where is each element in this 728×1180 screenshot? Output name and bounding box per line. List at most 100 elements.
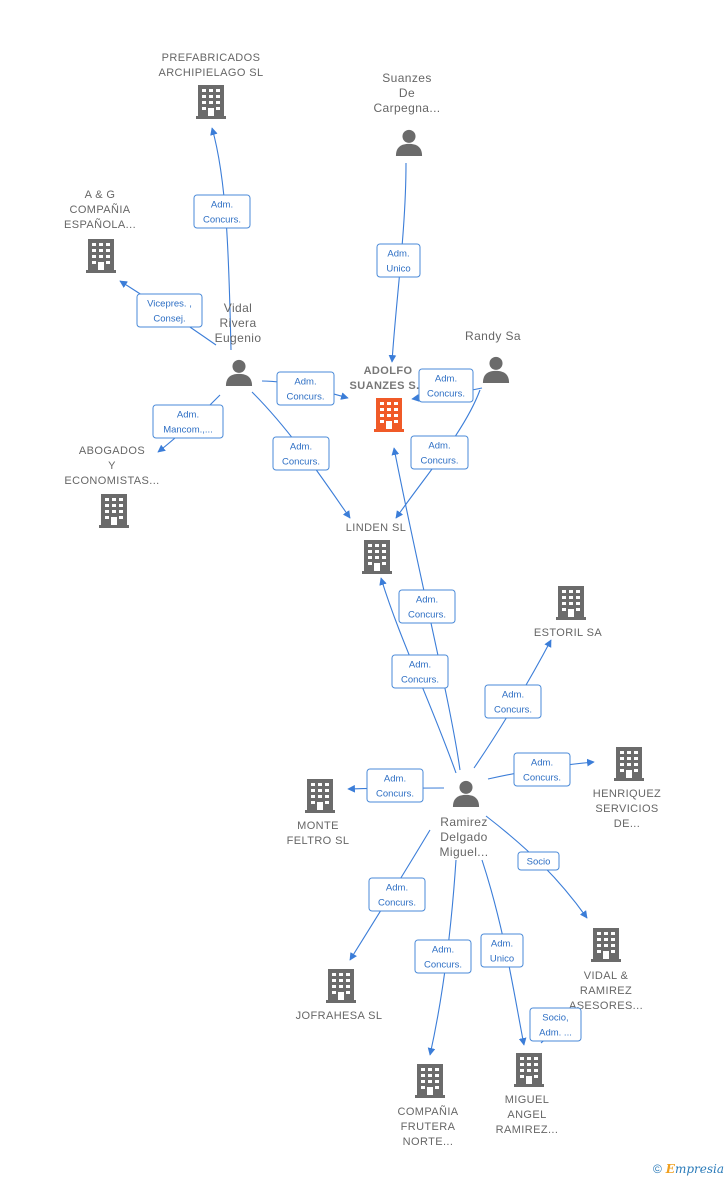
node-label-ramirez: Delgado <box>440 830 488 844</box>
node-frutera[interactable]: COMPAÑIAFRUTERANORTE... <box>397 1064 458 1148</box>
node-label-vidalramirez: RAMIREZ <box>580 985 632 997</box>
edge-ramirez-to-adolfo <box>391 447 461 771</box>
edge-ramirez-to-frutera <box>427 859 457 1056</box>
node-label-ayg: COMPAÑIA <box>69 203 130 216</box>
brand-logo-text: mpresia <box>674 1162 724 1176</box>
building-icon <box>326 969 356 1003</box>
node-label-ramirez: Miguel... <box>440 845 489 859</box>
edge-label-text: Concurs. <box>378 898 416 909</box>
node-label-frutera: COMPAÑIA <box>397 1105 458 1118</box>
node-label-suanzes: De <box>399 86 415 100</box>
node-vidalramirez[interactable]: VIDAL &RAMIREZASESORES... <box>569 928 643 1012</box>
node-label-suanzes: Carpegna... <box>373 101 440 115</box>
edge-label-text: Mancom.,... <box>163 425 213 436</box>
edge-label-ramirez-to-frutera[interactable]: Adm. Concurs. <box>414 939 472 974</box>
node-label-ramirez: Ramirez <box>440 815 487 829</box>
node-label-miguelangel: MIGUEL <box>505 1094 550 1106</box>
edge-label-text: Concurs. <box>282 457 320 468</box>
edge-label-text: Adm. <box>294 377 316 388</box>
edge-label-vidal-to-prefabricados[interactable]: Adm.Concurs. <box>193 194 251 229</box>
edge-label-box <box>152 404 224 439</box>
node-abogados[interactable]: ABOGADOSYECONOMISTAS... <box>64 445 159 528</box>
edge-label-ramirez-to-adolfo[interactable]: Adm.Concurs. <box>398 589 456 624</box>
edge-label-vidal-to-ayg[interactable]: Vicepres. , Consej. <box>136 293 203 328</box>
edge-label-suanzes-to-adolfo[interactable]: Adm. Unico <box>376 243 421 278</box>
building-icon <box>362 540 392 574</box>
person-icon <box>452 780 480 807</box>
edge-label-text: Adm. <box>502 690 524 701</box>
edge-label-text: Concurs. <box>424 960 462 971</box>
node-label-prefabricados: ARCHIPIELAGO SL <box>158 67 263 79</box>
node-suanzes[interactable]: SuanzesDeCarpegna... <box>373 71 440 156</box>
node-miguelangel[interactable]: MIGUELANGELRAMIREZ... <box>496 1053 559 1136</box>
node-label-ayg: A & G <box>85 189 116 201</box>
edge-label-text: Concurs. <box>401 675 439 686</box>
edge-label-text: Vicepres. , <box>147 299 192 310</box>
building-icon <box>99 494 129 528</box>
building-icon <box>305 779 335 813</box>
edge-label-text: Adm. <box>416 595 438 606</box>
edge-label-text: Adm. <box>290 442 312 453</box>
node-label-vidal: Eugenio <box>215 331 262 345</box>
node-label-jofrahesa: JOFRAHESA SL <box>296 1010 383 1022</box>
edge-label-text: Adm. ... <box>539 1028 572 1039</box>
edge-label-randy-to-linden[interactable]: Adm.Concurs. <box>410 435 469 470</box>
edge-label-box <box>276 371 335 406</box>
edge-label-box <box>513 752 571 787</box>
edge-label-text: Socio <box>527 857 551 868</box>
node-label-frutera: FRUTERA <box>401 1121 456 1133</box>
edge-label-ramirez-to-jofrahesa[interactable]: Adm.Concurs. <box>368 877 426 912</box>
person-icon <box>482 356 510 383</box>
edge-label-text: Consej. <box>153 314 185 325</box>
edge-label-vidal-to-abogados[interactable]: Adm.Mancom.,... <box>152 404 224 439</box>
edge-label-randy-to-adolfo[interactable]: Adm.Concurs. <box>418 368 474 403</box>
edge-label-text: Concurs. <box>376 789 414 800</box>
edge-label-text: Unico <box>386 264 410 275</box>
edge-label-box <box>414 939 472 974</box>
edge-label-ramirez-to-estoril[interactable]: Adm.Concurs. <box>484 684 542 719</box>
edge-label-text: Adm. <box>387 249 409 260</box>
edge-label-miguelangel-to-ramirez[interactable]: Socio,Adm. ... <box>529 1007 582 1042</box>
edge-label-ramirez-to-vidalramirez[interactable]: Socio <box>517 851 560 871</box>
edge-label-box <box>193 194 251 229</box>
edge-label-ramirez-to-henriquez[interactable]: Adm.Concurs. <box>513 752 571 787</box>
node-label-vidalramirez: ASESORES... <box>569 1000 643 1012</box>
edge-label-text: Adm. <box>211 200 233 211</box>
edge-label-ramirez-to-linden[interactable]: Adm.Concurs. <box>391 654 449 689</box>
node-linden[interactable]: LINDEN SL <box>346 522 406 574</box>
node-randy[interactable]: Randy Sa <box>465 329 521 383</box>
edge-label-box <box>410 435 469 470</box>
node-label-abogados: ECONOMISTAS... <box>64 475 159 487</box>
edge-label-box <box>376 243 421 278</box>
node-estoril[interactable]: ESTORIL SA <box>534 586 602 639</box>
edge-label-ramirez-to-monte[interactable]: Adm. Concurs. <box>366 768 424 803</box>
edge-label-box <box>366 768 424 803</box>
footer-brand[interactable]: ©Empresia <box>653 1162 724 1176</box>
edge-label-text: Adm. <box>384 774 406 785</box>
building-icon <box>415 1064 445 1098</box>
node-jofrahesa[interactable]: JOFRAHESA SL <box>296 969 383 1022</box>
node-ayg[interactable]: A & GCOMPAÑIAESPAÑOLA... <box>64 189 136 273</box>
edge-label-text: Adm. <box>491 939 513 950</box>
edge-label-ramirez-to-miguelangel[interactable]: Adm.Unico <box>480 933 524 968</box>
node-ramirez[interactable]: RamirezDelgadoMiguel... <box>440 780 489 859</box>
edge-label-box <box>529 1007 582 1042</box>
edge-label-vidal-to-adolfo[interactable]: Adm.Concurs. <box>276 371 335 406</box>
edge-label-text: Adm. <box>432 945 454 956</box>
edge-label-box <box>272 436 330 471</box>
building-icon <box>374 398 404 432</box>
node-label-monte: MONTE <box>297 820 339 832</box>
edge-label-box <box>368 877 426 912</box>
edge-label-box <box>517 851 560 871</box>
node-label-henriquez: SERVICIOS <box>595 803 658 815</box>
edge-label-text: Adm. <box>435 374 457 385</box>
building-icon <box>86 239 116 273</box>
edge-label-vidal-to-linden[interactable]: Adm. Concurs. <box>272 436 330 471</box>
copyright-symbol: © <box>652 1162 662 1176</box>
node-henriquez[interactable]: HENRIQUEZSERVICIOSDE... <box>593 747 661 830</box>
